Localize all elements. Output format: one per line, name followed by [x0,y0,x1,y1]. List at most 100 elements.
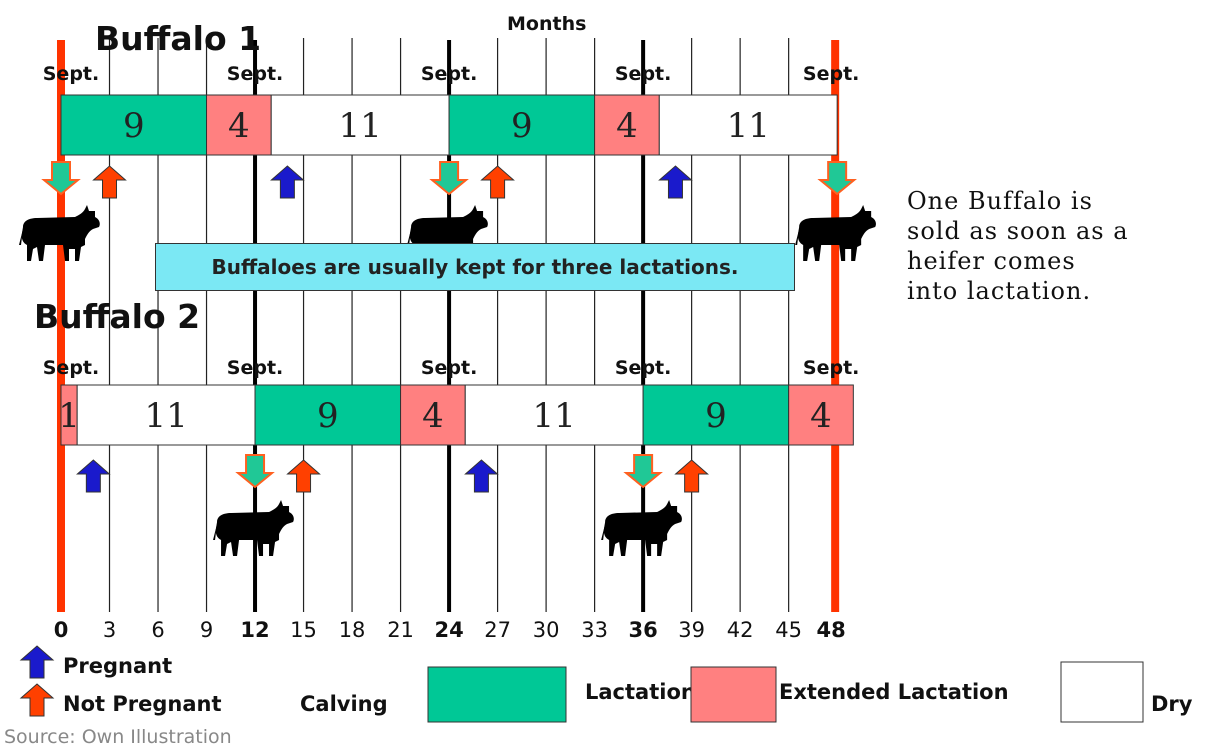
segment-extended [788,384,854,446]
pregnant-arrow-icon [270,165,305,199]
cow-body [21,205,100,261]
segment-extended [400,384,466,446]
cow-icon [213,500,294,556]
sept-label: Sept. [43,357,99,379]
axis-tick-label: 48 [817,618,846,642]
side-note: One Buffalo is sold as soon as a heifer … [907,186,1197,306]
calving-arrow-icon [235,454,275,489]
segment-label: 9 [123,106,145,146]
sept-label: Sept. [803,357,859,379]
months-axis-title: Months [507,13,586,35]
pregnant-arrow-icon [19,645,55,679]
not-pregnant-arrow-icon [19,683,55,717]
segment-label: 9 [317,396,339,436]
axis-tick-label: 15 [290,618,317,642]
axis-tick-label: 45 [775,618,802,642]
axis-tick-label: 24 [434,618,463,642]
axis-tick-label: 3 [103,618,116,642]
cow-tail [795,229,800,245]
sept-label: Sept. [421,63,477,85]
segment-label: 1 [58,396,80,436]
legend-dry-swatch [1060,661,1144,723]
segment-lactation [642,384,790,446]
axis-tick-label: 27 [484,618,511,642]
cow-body [603,500,682,556]
calving-arrow-icon [817,161,857,196]
sept-label: Sept. [227,63,283,85]
legend-lactation-swatch [427,666,567,723]
pregnant-arrow-icon [464,459,499,493]
pregnant-arrow-icon [658,165,693,199]
axis-tick-label: 42 [727,618,754,642]
legend-calving-label: Calving [300,692,388,716]
segment-dry [658,94,838,156]
segment-dry [270,94,450,156]
lactation-banner: Buffaloes are usually kept for three lac… [155,243,795,291]
axis-tick-label: 0 [54,618,69,642]
cow-tail [407,229,412,245]
segment-label: 11 [727,106,770,146]
side-note-line: into lactation. [907,277,1092,305]
legend-dry-label: Dry [1151,692,1193,716]
segment-label: 4 [422,396,444,436]
cow-tail [601,524,606,540]
cow-tail [19,229,23,245]
sept-label: Sept. [43,63,99,85]
cow-body [797,205,876,261]
source-caption: Source: Own Illustration [4,726,232,748]
sept-label: Sept. [227,357,283,379]
axis-tick-label: 36 [629,618,658,642]
segment-label: 9 [511,106,533,146]
side-note-line: heifer comes [907,247,1076,275]
segment-lactation [448,94,596,156]
legend-extended-label: Extended Lactation [779,680,1009,704]
side-note-line: One Buffalo is [907,187,1093,215]
axis-tick-label: 30 [533,618,560,642]
sept-label: Sept. [803,63,859,85]
legend-pregnant-label: Pregnant [63,654,172,678]
segment-lactation [60,94,208,156]
segment-dry [76,384,256,446]
segment-dry [464,384,644,446]
segment-label: 4 [228,106,250,146]
title-buffalo-1: Buffalo 1 [95,19,261,58]
calving-arrow-icon [623,454,663,489]
segment-label: 9 [705,396,727,436]
segment-label: 4 [616,106,638,146]
cow-icon [601,500,682,556]
segment-label: 11 [533,396,576,436]
cow-icon [19,205,100,261]
not-pregnant-arrow-icon [480,165,515,199]
not-pregnant-arrow-icon [92,165,127,199]
sept-label: Sept. [615,357,671,379]
axis-tick-label: 18 [339,618,366,642]
segment-label: 4 [810,396,832,436]
side-note-line: sold as soon as a [907,217,1129,245]
title-buffalo-2: Buffalo 2 [34,297,200,336]
legend-not-pregnant-label: Not Pregnant [63,692,221,716]
axis-tick-label: 6 [151,618,164,642]
segment-label: 11 [144,396,187,436]
segment-label: 11 [339,106,382,146]
pregnant-arrow-icon [76,459,111,493]
legend-lactation-label: Lactation [585,680,696,704]
calving-arrow-icon [41,161,81,196]
axis-tick-label: 12 [240,618,269,642]
calving-arrow-icon [429,161,469,196]
not-pregnant-arrow-icon [674,459,709,493]
axis-tick-label: 21 [387,618,414,642]
segment-extended [206,94,272,156]
cow-icon [795,205,876,261]
axis-tick-label: 9 [200,618,213,642]
cow-tail [213,524,218,540]
axis-tick-label: 39 [678,618,705,642]
cow-body [215,500,294,556]
not-pregnant-arrow-icon [286,459,321,493]
sept-label: Sept. [421,357,477,379]
sept-label: Sept. [615,63,671,85]
event-markers [19,161,876,556]
